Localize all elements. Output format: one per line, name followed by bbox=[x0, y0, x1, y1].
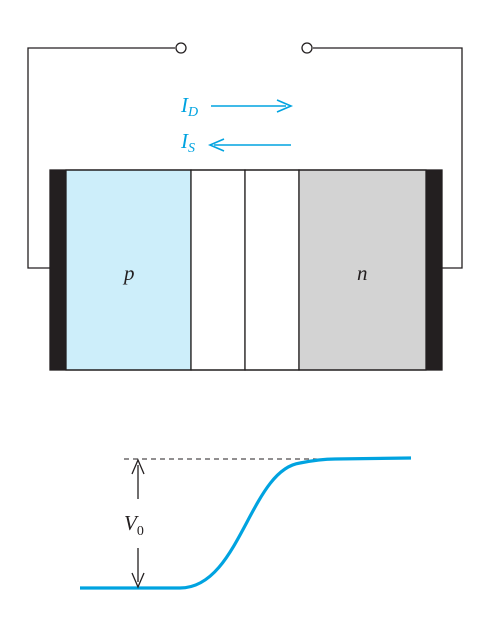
potential-curve bbox=[80, 456, 412, 590]
circuit-wire-left bbox=[27, 47, 175, 269]
arrow-right-icon bbox=[211, 99, 294, 113]
depletion-region-n-side bbox=[244, 169, 300, 371]
arrow-left-icon bbox=[207, 138, 291, 152]
terminal-right bbox=[301, 42, 313, 54]
barrier-voltage-label: V0 bbox=[124, 511, 144, 539]
p-region bbox=[65, 169, 192, 371]
double-arrow-icon bbox=[131, 458, 145, 589]
p-region-label: p bbox=[122, 261, 135, 285]
contact-right bbox=[426, 170, 442, 370]
terminal-left bbox=[175, 42, 187, 54]
current-drift-label: ID bbox=[180, 93, 198, 120]
contact-left bbox=[50, 170, 66, 370]
n-region-label: n bbox=[357, 261, 368, 285]
current-diffusion-label: IS bbox=[180, 129, 195, 156]
circuit-wire-right bbox=[313, 47, 463, 269]
device-outline bbox=[49, 169, 443, 371]
depletion-region-p-side bbox=[190, 169, 246, 371]
